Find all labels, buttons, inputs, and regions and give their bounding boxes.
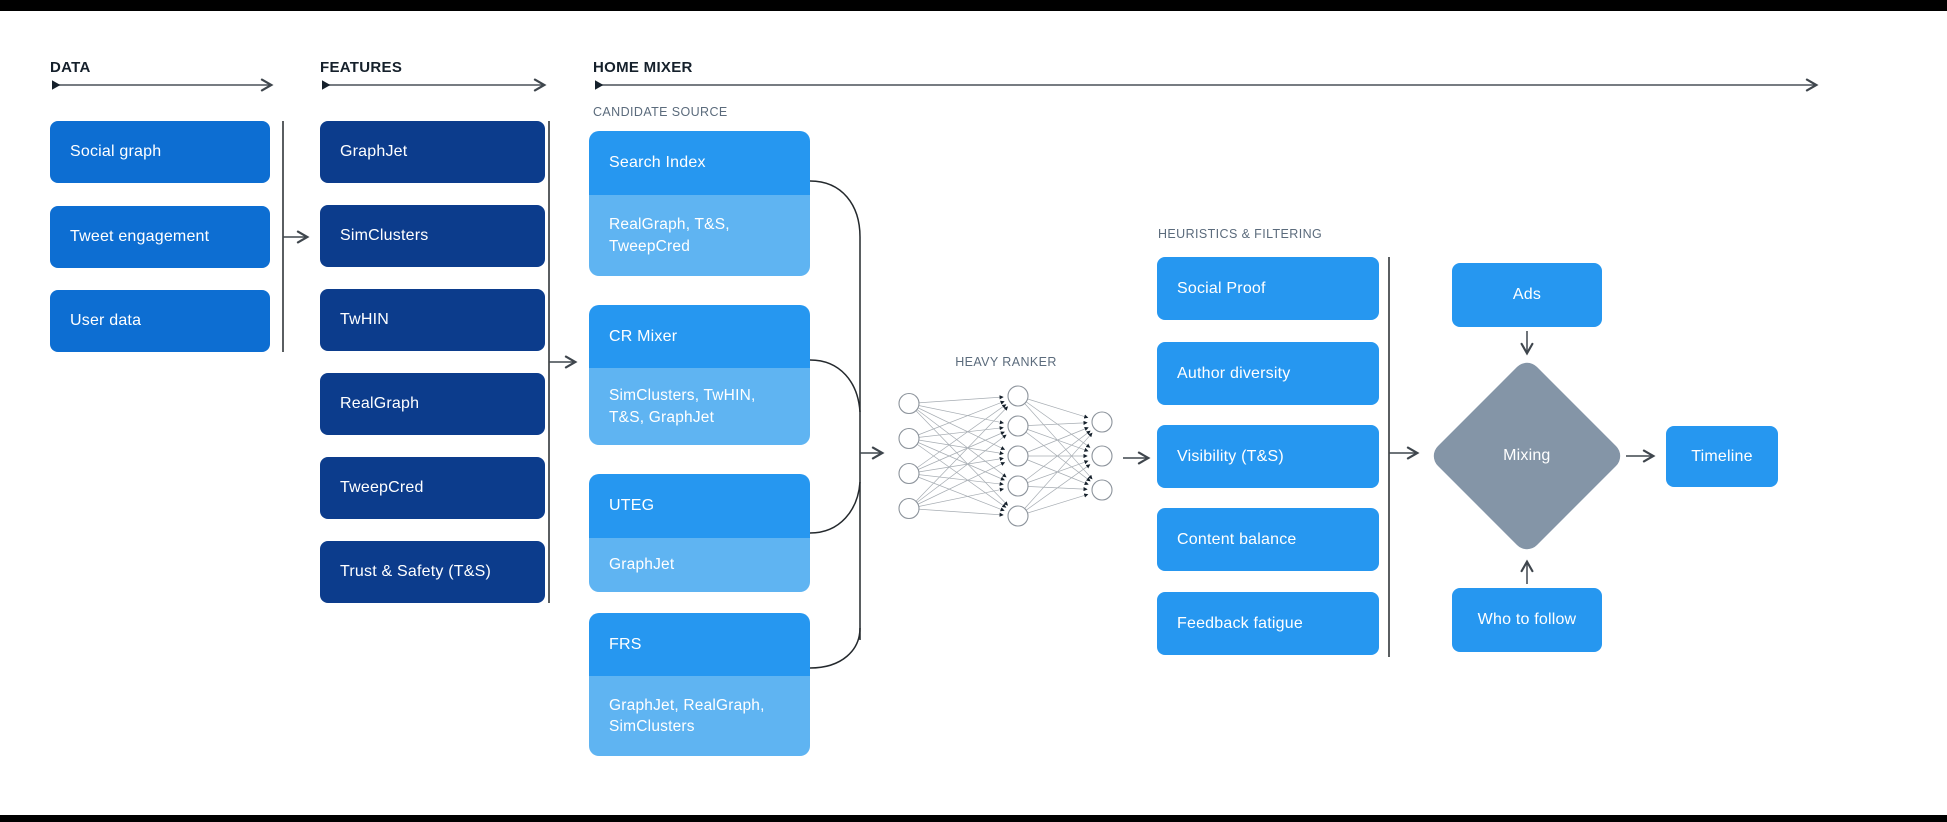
heavy-ranker-network [898,385,1113,527]
network-node [1007,505,1029,527]
network-node [898,427,920,450]
bottom-frame-bar [0,815,1947,822]
heuristic-box-content-balance: Content balance [1157,508,1379,571]
feature-box-simclusters: SimClusters [320,205,545,267]
feature-box-graphjet: GraphJet [320,121,545,183]
timeline-box: Timeline [1666,426,1778,487]
data-box-tweet-engagement: Tweet engagement [50,206,270,268]
section-header-features: FEATURES [320,59,403,76]
candidate-title: Search Index [589,131,810,195]
network-node [1091,411,1113,433]
frs-connector [809,627,861,669]
network-node [1007,415,1029,437]
mixing-label: Mixing [1503,447,1551,464]
ads-box: Ads [1452,263,1602,327]
candidate-box-cr-mixer: CR Mixer SimClusters, TwHIN, T&S, GraphJ… [589,305,810,445]
candidate-title: UTEG [589,474,810,538]
cr-mixer-connector [809,359,861,413]
mixing-diamond: Mixing [1428,357,1626,555]
candidate-sources: RealGraph, T&S, TweepCred [589,195,810,276]
candidate-sources: SimClusters, TwHIN, T&S, GraphJet [589,368,810,445]
network-node [898,497,920,520]
heuristic-box-author-diversity: Author diversity [1157,342,1379,405]
candidate-title: CR Mixer [589,305,810,368]
uteg-connector [809,481,861,534]
who-to-follow-box: Who to follow [1452,588,1602,652]
section-header-data: DATA [50,59,91,76]
subheader-heuristics-filtering: HEURISTICS & FILTERING [1158,227,1323,241]
data-box-social-graph: Social graph [50,121,270,183]
candidate-box-search-index: Search Index RealGraph, T&S, TweepCred [589,131,810,276]
heuristic-box-visibility: Visibility (T&S) [1157,425,1379,488]
subheader-candidate-source: CANDIDATE SOURCE [593,105,728,119]
candidate-title: FRS [589,613,810,676]
candidate-box-frs: FRS GraphJet, RealGraph, SimClusters [589,613,810,756]
top-frame-bar [0,0,1947,11]
candidate-box-uteg: UTEG GraphJet [589,474,810,592]
feature-box-realgraph: RealGraph [320,373,545,435]
feature-box-twhin: TwHIN [320,289,545,351]
feature-box-tweepcred: TweepCred [320,457,545,519]
subheader-heavy-ranker: HEAVY RANKER [955,355,1057,369]
network-node [1091,479,1113,501]
candidate-collectors [809,180,861,669]
network-node [1007,475,1029,497]
candidate-sources: GraphJet [589,538,810,592]
data-box-user-data: User data [50,290,270,352]
candidate-sources: GraphJet, RealGraph, SimClusters [589,676,810,756]
network-node [1007,385,1029,407]
network-node [898,462,920,485]
heuristic-box-feedback-fatigue: Feedback fatigue [1157,592,1379,655]
search-index-connector [809,180,861,238]
section-header-home-mixer: HOME MIXER [593,59,693,76]
network-node [898,392,920,415]
network-node [1007,445,1029,467]
heuristic-box-social-proof: Social Proof [1157,257,1379,320]
network-node [1091,445,1113,467]
feature-box-trust-safety: Trust & Safety (T&S) [320,541,545,603]
